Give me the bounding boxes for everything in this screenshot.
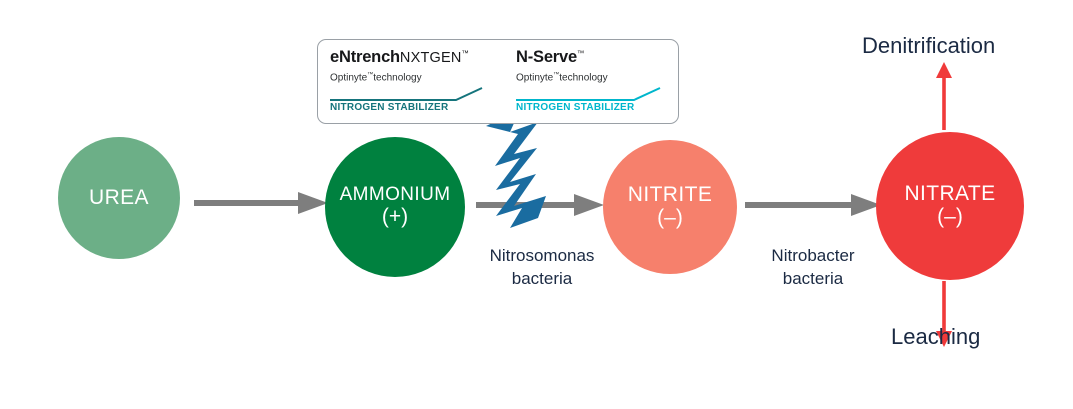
nserve-trademark: ™ [576, 48, 585, 58]
label-denitrification: Denitrification [862, 33, 996, 58]
node-nitrite[interactable]: NITRITE (–) [603, 140, 737, 274]
nitrosomonas-line-1: Nitrosomonas [489, 246, 595, 265]
label-nitrobacter-bacteria: Nitrobacter bacteria [748, 244, 878, 291]
nserve-brand-title: N-Serve™ [516, 49, 670, 66]
node-nitrate-charge: (–) [937, 205, 963, 228]
label-nitrosomonas-bacteria: Nitrosomonas bacteria [472, 244, 612, 291]
nserve-swoosh-line [516, 87, 661, 101]
nserve-tagline-word: Optinyte [516, 71, 554, 83]
product-logo-nserve[interactable]: N-Serve™ Optinyte™technology NITROGEN ST… [504, 40, 680, 123]
arrow-nitrite-to-nitrate [745, 194, 881, 216]
nserve-brand-name: N-Serve [516, 48, 577, 66]
lightning-bolt-icon [486, 110, 546, 228]
entrench-tagline-word: Optinyte [330, 71, 368, 83]
entrench-footer-label: NITROGEN STABILIZER [330, 102, 449, 113]
product-logo-entrench[interactable]: eNtrenchNXTGEN™ Optinyte™technology NITR… [318, 40, 504, 123]
node-urea-label: UREA [89, 185, 149, 209]
node-nitrite-label: NITRITE [627, 183, 713, 207]
label-leaching: Leaching [891, 324, 981, 349]
nserve-footer-label: NITROGEN STABILIZER [516, 102, 635, 113]
entrench-tagline: Optinyte™technology [330, 72, 494, 83]
node-nitrate-label: NITRATE [904, 182, 996, 206]
node-ammonium-charge: (+) [381, 204, 409, 228]
node-ammonium[interactable]: AMMONIUM (+) [325, 137, 465, 277]
nitrobacter-line-1: Nitrobacter [771, 246, 855, 265]
entrench-tagline-trademark: ™ [367, 71, 374, 78]
node-urea[interactable]: UREA [58, 137, 180, 259]
nitrogen-stabilizer-logo-box: eNtrenchNXTGEN™ Optinyte™technology NITR… [317, 39, 679, 124]
node-nitrite-charge: (–) [657, 206, 683, 229]
node-ammonium-label: AMMONIUM [339, 184, 451, 206]
entrench-swoosh-line [330, 87, 483, 101]
arrow-urea-to-ammonium [194, 192, 328, 214]
entrench-tagline-suffix: technology [373, 71, 422, 83]
entrench-brand-name: eNtrench [330, 48, 400, 66]
arrow-leaching-down [936, 281, 952, 347]
nitrosomonas-line-2: bacteria [511, 269, 573, 289]
nserve-tagline: Optinyte™technology [516, 72, 670, 83]
nitrobacter-line-2: bacteria [782, 269, 844, 289]
nserve-tagline-trademark: ™ [553, 71, 560, 78]
entrench-trademark: ™ [461, 48, 470, 58]
node-nitrate[interactable]: NITRATE (–) [876, 132, 1024, 280]
entrench-brand-title: eNtrenchNXTGEN™ [330, 49, 494, 66]
arrow-denitrification-up [936, 62, 952, 130]
entrench-sub-brand: NXTGEN [399, 50, 462, 66]
nserve-tagline-suffix: technology [559, 71, 608, 83]
